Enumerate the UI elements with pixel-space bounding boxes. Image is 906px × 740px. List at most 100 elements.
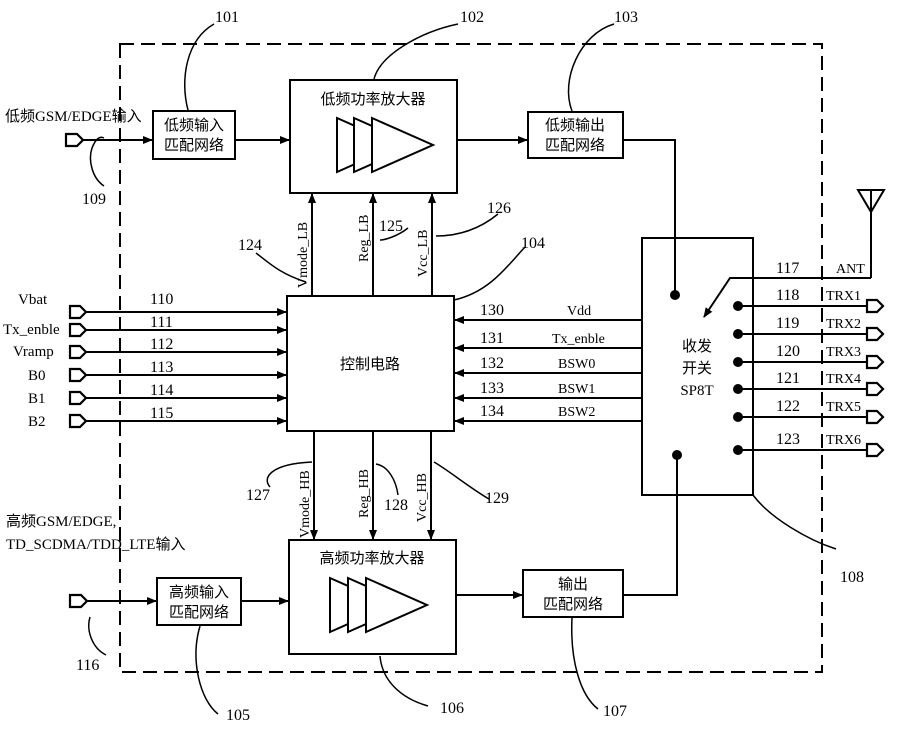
switch-tx-enble-label: Tx_enble [552,332,605,347]
ref-107: 107 [603,703,627,720]
hf-output-match-line2: 匹配网络 [543,596,603,613]
ref-123: 123 [776,431,800,448]
vdd-label: Vdd [567,304,591,319]
switch-line2: 开关 [682,360,712,377]
ref-115: 115 [150,405,173,422]
ref-134: 134 [480,403,504,420]
ref-131: 131 [480,330,504,347]
lf-output-to-switch-wire [623,139,676,295]
control-circuit-title: 控制电路 [340,356,400,373]
trx1-pin-icon [865,298,885,314]
ref-112: 112 [150,336,173,353]
ref-105: 105 [226,707,250,724]
ref-129: 129 [485,490,509,507]
reg-lb-label: Reg_LB [357,215,372,262]
ref-126: 126 [487,200,511,217]
trx2-port: 119 TRX2 [733,315,885,342]
trx2-pin-icon [865,326,885,342]
trx2-label: TRX2 [826,317,861,332]
control-circuit-block: 控制电路 [286,295,455,432]
ref-110: 110 [150,291,173,308]
lf-output-match-block: 低频输出 匹配网络 [527,111,624,159]
trx1-port: 118 TRX1 [733,287,885,314]
antenna-wire [703,277,871,318]
ref-116: 116 [76,657,99,674]
trx6-port: 123 TRX6 [733,431,885,458]
ref-109: 109 [82,191,106,208]
trx1-label: TRX1 [826,289,861,304]
ctrl-line-bsw2: 134 BSW2 [454,403,642,425]
ctrl-line-bsw1: 133 BSW1 [454,380,642,402]
lf-amplifier-symbol-icon [336,116,436,174]
b2-label: B2 [28,414,46,430]
antenna-icon [856,189,886,278]
hf-output-to-switch-wire [623,455,678,596]
trx5-label: TRX5 [826,400,861,415]
ref-127: 127 [246,487,270,504]
vcc-hb-label: Vcc_HB [415,473,430,522]
hf-pa-block: 高频功率放大器 [288,539,457,655]
hf-input-match-line2: 匹配网络 [169,604,229,621]
trx6-pin-icon [865,442,885,458]
lf-pa-title: 低频功率放大器 [320,91,425,108]
trx5-port: 122 TRX5 [733,398,885,425]
bsw2-label: BSW2 [558,405,595,420]
ref-102: 102 [460,9,484,26]
ref-120: 120 [776,343,800,360]
reg-hb-label: Reg_HB [357,469,372,518]
trx3-label: TRX3 [826,345,861,360]
ref-118: 118 [776,287,799,304]
ant-label: ANT [836,262,865,277]
leader-lines [88,23,837,715]
vbat-label: Vbat [18,292,48,308]
trx4-pin-icon [865,381,885,397]
hf-amplifier-symbol-icon [329,576,430,634]
ref-108: 108 [840,569,864,586]
lf-input-match-line1: 低频输入 [164,117,224,134]
hf-output-match-line1: 输出 [558,576,588,593]
ctrl-line-tx-enble: 131 Tx_enble [454,330,642,352]
ref-113: 113 [150,359,173,376]
lf-input-match-line2: 匹配网络 [164,137,224,154]
ctrl-line-vdd: 130 Vdd [454,302,642,324]
hf-input-match-line1: 高频输入 [169,584,229,601]
lf-output-match-line2: 匹配网络 [545,137,605,154]
lf-switch-node [670,290,680,300]
ref-128: 128 [384,497,408,514]
lf-output-match-line1: 低频输出 [545,117,605,134]
lf-input-match-block: 低频输入 匹配网络 [152,110,236,160]
left-pin-vbat: Vbat 110 [18,291,287,320]
b1-label: B1 [28,391,46,407]
ctrl-line-bsw0: 132 BSW0 [454,355,642,377]
ref-101: 101 [215,9,239,26]
trx6-label: TRX6 [826,433,861,448]
left-pin-b2: B2 115 [28,405,287,430]
hf-rf-input-label-line1: 高频GSM/EDGE, [6,513,116,530]
lf-rf-input-label: 低频GSM/EDGE输入 [5,108,142,125]
ref-117: 117 [776,260,799,277]
ref-114: 114 [150,382,173,399]
hf-output-match-block: 输出 匹配网络 [522,569,624,618]
ref-122: 122 [776,398,800,415]
lf-pa-block: 低频功率放大器 [289,79,458,194]
switch-line1: 收发 [682,338,712,355]
ref-133: 133 [480,380,504,397]
trx3-port: 120 TRX3 [733,343,885,370]
bsw1-label: BSW1 [558,382,595,397]
lf-rf-input-pin-icon [64,132,85,148]
hf-rf-input-pin-icon [68,593,89,609]
hf-pa-title: 高频功率放大器 [319,550,424,567]
vmode-hb-label: Vmode_HB [298,470,313,538]
left-pin-b0: B0 113 [28,359,287,384]
ref-111: 111 [150,314,173,331]
ref-130: 130 [480,302,504,319]
ref-104: 104 [521,235,545,252]
trx3-pin-icon [865,354,885,370]
ref-119: 119 [776,315,799,332]
vramp-label: Vramp [13,344,54,360]
ref-125: 125 [379,218,403,235]
ref-106: 106 [440,700,464,717]
bsw0-label: BSW0 [558,357,595,372]
b0-label: B0 [28,368,46,384]
